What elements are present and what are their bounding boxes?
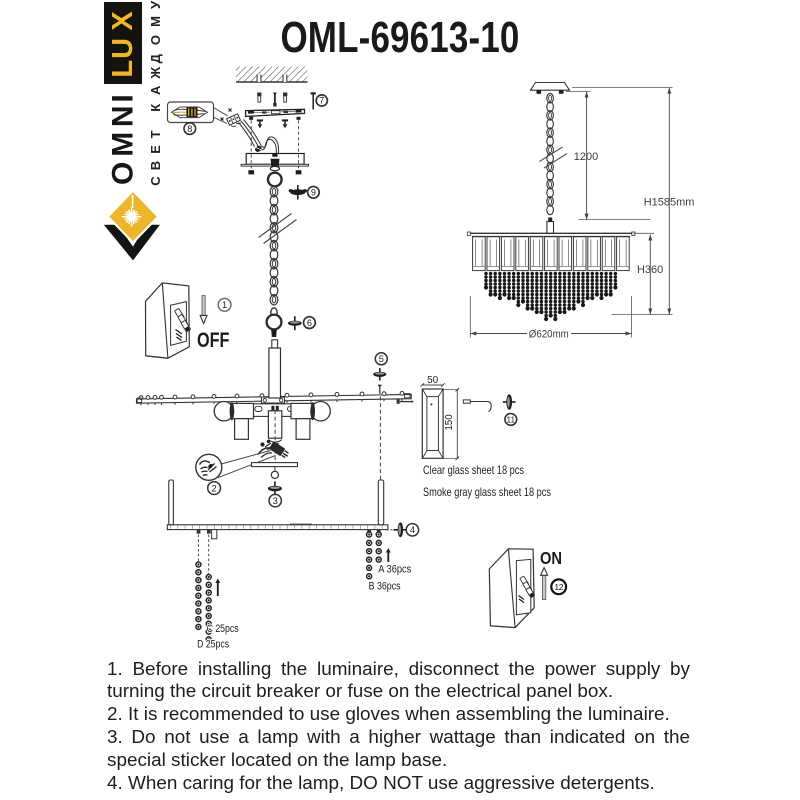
- svg-text:D 25pcs: D 25pcs: [197, 638, 229, 650]
- svg-text:У: У: [148, 0, 163, 9]
- svg-text:U: U: [107, 38, 139, 59]
- svg-text:C 25pcs: C 25pcs: [207, 623, 239, 635]
- svg-text:5: 5: [379, 354, 384, 364]
- svg-text:М: М: [148, 16, 163, 27]
- svg-text:Ж: Ж: [148, 67, 163, 80]
- svg-text:150: 150: [444, 414, 455, 431]
- svg-text:Clear glass sheet 18 pcs: Clear glass sheet 18 pcs: [423, 463, 524, 477]
- svg-text:L: L: [107, 60, 139, 78]
- svg-text:I: I: [106, 94, 139, 102]
- svg-text:2: 2: [212, 483, 217, 493]
- svg-text:К: К: [148, 104, 163, 112]
- svg-text:Smoke gray glass sheet 18 pcs: Smoke gray glass sheet 18 pcs: [423, 485, 551, 499]
- svg-text:X: X: [107, 11, 139, 31]
- svg-text:9: 9: [311, 188, 316, 198]
- svg-text:1: 1: [222, 300, 227, 310]
- svg-text:B 36pcs: B 36pcs: [369, 581, 401, 593]
- svg-text:12: 12: [554, 582, 563, 592]
- svg-text:H360: H360: [637, 264, 663, 276]
- svg-text:С: С: [148, 176, 163, 186]
- svg-text:M: M: [106, 132, 139, 157]
- svg-text:О: О: [148, 35, 163, 45]
- svg-text:А: А: [148, 85, 163, 95]
- svg-text:В: В: [148, 161, 163, 170]
- svg-text:Е: Е: [148, 145, 163, 154]
- svg-text:A 36pcs: A 36pcs: [378, 563, 411, 575]
- svg-text:H1585mm: H1585mm: [644, 197, 695, 209]
- svg-text:4: 4: [410, 525, 415, 535]
- svg-text:3: 3: [273, 496, 278, 506]
- svg-text:1200: 1200: [574, 151, 598, 163]
- svg-text:Т: Т: [148, 130, 163, 138]
- svg-text:50: 50: [427, 375, 439, 386]
- svg-text:6: 6: [307, 318, 312, 328]
- svg-text:O: O: [106, 162, 139, 185]
- svg-text:7: 7: [319, 96, 324, 106]
- svg-text:8: 8: [187, 124, 192, 134]
- svg-text:Ø620mm: Ø620mm: [529, 328, 569, 340]
- svg-text:Д: Д: [148, 53, 163, 63]
- svg-text:11: 11: [507, 415, 516, 424]
- svg-text:N: N: [106, 105, 139, 127]
